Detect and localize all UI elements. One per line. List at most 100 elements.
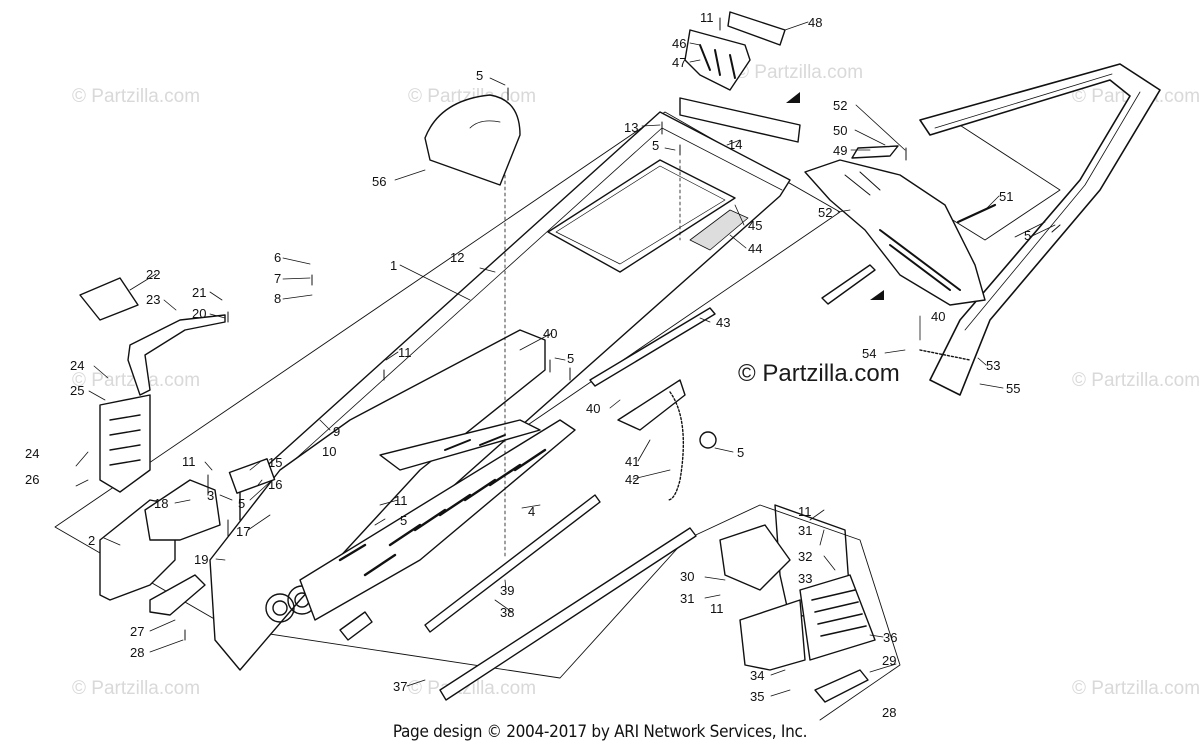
rail-39 bbox=[424, 494, 601, 633]
callout-label: 8 bbox=[274, 291, 281, 306]
callout-label: 38 bbox=[500, 605, 514, 620]
callout-label: 19 bbox=[194, 552, 208, 567]
callout-label: 17 bbox=[236, 524, 250, 539]
callout-label: 4 bbox=[528, 504, 535, 519]
watermark: © Partzilla.com bbox=[72, 678, 201, 699]
callout-label: 11 bbox=[182, 454, 196, 469]
callout-label: 11 bbox=[710, 601, 724, 616]
callout-label: 29 bbox=[882, 653, 896, 668]
callout-label: 10 bbox=[322, 444, 336, 459]
rail-38 bbox=[439, 527, 697, 701]
callout-label: 46 bbox=[672, 36, 686, 51]
callout-label: 18 bbox=[154, 496, 168, 511]
callout-label: 26 bbox=[25, 472, 39, 487]
bracket-41 bbox=[617, 379, 686, 431]
plate-34 bbox=[739, 599, 806, 671]
module-16 bbox=[228, 458, 276, 494]
rail-43 bbox=[589, 307, 716, 387]
callout-label: 5 bbox=[400, 513, 407, 528]
callout-label: 31 bbox=[680, 591, 694, 606]
watermark: © Partzilla.com bbox=[1072, 370, 1200, 391]
arrow-indicator bbox=[870, 290, 884, 300]
callout-labels: 1 2 3 4 5 5 5 5 5 5 5 6 7 8 9 10 11 11 1… bbox=[25, 10, 1031, 720]
storage-bag bbox=[424, 94, 521, 186]
tunnel-window bbox=[547, 159, 736, 273]
callout-label: 7 bbox=[274, 271, 281, 286]
callout-label: 31 bbox=[798, 523, 812, 538]
panel-30 bbox=[719, 524, 791, 591]
page-footer: Page design © 2004-2017 by ARI Network S… bbox=[392, 722, 808, 742]
leader-lines bbox=[75, 21, 1056, 697]
strip-51 bbox=[956, 203, 997, 224]
callout-label: 34 bbox=[750, 668, 764, 683]
callout-label: 52 bbox=[833, 98, 847, 113]
callout-label: 40 bbox=[931, 309, 945, 324]
callout-label: 41 bbox=[625, 454, 639, 469]
callout-label: 14 bbox=[728, 137, 742, 152]
callout-label: 54 bbox=[862, 346, 876, 361]
grille-33 bbox=[799, 574, 876, 661]
callout-label: 30 bbox=[680, 569, 694, 584]
watermark: © Partzilla.com bbox=[1072, 678, 1200, 699]
callout-label: 5 bbox=[567, 351, 574, 366]
grab-bar-23 bbox=[127, 314, 226, 396]
callout-label: 6 bbox=[274, 250, 281, 265]
callout-label: 21 bbox=[192, 285, 206, 300]
pad-22 bbox=[79, 277, 139, 321]
group-outline-lower bbox=[229, 539, 686, 679]
callout-label: 36 bbox=[883, 630, 897, 645]
group-outline-right bbox=[684, 504, 901, 721]
callout-label: 25 bbox=[70, 383, 84, 398]
callout-label: 1 bbox=[390, 258, 397, 273]
bracket-25 bbox=[99, 394, 151, 493]
callout-label: 40 bbox=[586, 401, 600, 416]
callout-label: 16 bbox=[268, 477, 282, 492]
callout-label: 23 bbox=[146, 292, 160, 307]
callout-label: 2 bbox=[88, 533, 95, 548]
callout-label: 15 bbox=[268, 455, 282, 470]
callout-label: 3 bbox=[207, 488, 214, 503]
callout-label: 51 bbox=[999, 189, 1013, 204]
callout-label: 52 bbox=[818, 205, 832, 220]
callout-label: 11 bbox=[398, 345, 412, 360]
callout-label: 5 bbox=[1024, 228, 1031, 243]
callout-label: 44 bbox=[748, 241, 762, 256]
callout-label: 22 bbox=[146, 267, 160, 282]
watermark: © Partzilla.com bbox=[72, 86, 201, 107]
callout-label: 32 bbox=[798, 549, 812, 564]
tunnel-side-left bbox=[209, 329, 546, 671]
decal-44 bbox=[689, 209, 749, 251]
callout-label: 27 bbox=[130, 624, 144, 639]
running-board bbox=[299, 419, 576, 621]
arrow-indicator bbox=[786, 92, 800, 103]
callout-label: 5 bbox=[652, 138, 659, 153]
bracket-52 bbox=[821, 264, 876, 305]
callout-label: 48 bbox=[808, 15, 822, 30]
callout-label: 55 bbox=[1006, 381, 1020, 396]
foot-pad-29 bbox=[814, 669, 869, 703]
callout-label: 40 bbox=[543, 326, 557, 341]
callout-label: 11 bbox=[798, 504, 812, 519]
callout-label: 47 bbox=[672, 55, 686, 70]
callout-label: 24 bbox=[70, 358, 84, 373]
callout-label: 45 bbox=[748, 218, 762, 233]
partzilla-brand-mark: © Partzilla.com bbox=[738, 360, 900, 387]
decal-50 bbox=[851, 145, 899, 159]
callout-label: 5 bbox=[476, 68, 483, 83]
front-bracket-center bbox=[144, 479, 221, 541]
callout-label: 37 bbox=[393, 679, 407, 694]
callout-label: 49 bbox=[833, 143, 847, 158]
callout-label: 11 bbox=[700, 10, 714, 25]
callout-label: 5 bbox=[737, 445, 744, 460]
callout-label: 43 bbox=[716, 315, 730, 330]
callout-label: 56 bbox=[372, 174, 386, 189]
callout-label: 24 bbox=[25, 446, 39, 461]
callout-label: 35 bbox=[750, 689, 764, 704]
callout-label: 50 bbox=[833, 123, 847, 138]
watermark: © Partzilla.com bbox=[408, 678, 537, 699]
watermark: © Partzilla.com bbox=[735, 62, 864, 83]
callout-label: 39 bbox=[500, 583, 514, 598]
callout-label: 20 bbox=[192, 306, 206, 321]
